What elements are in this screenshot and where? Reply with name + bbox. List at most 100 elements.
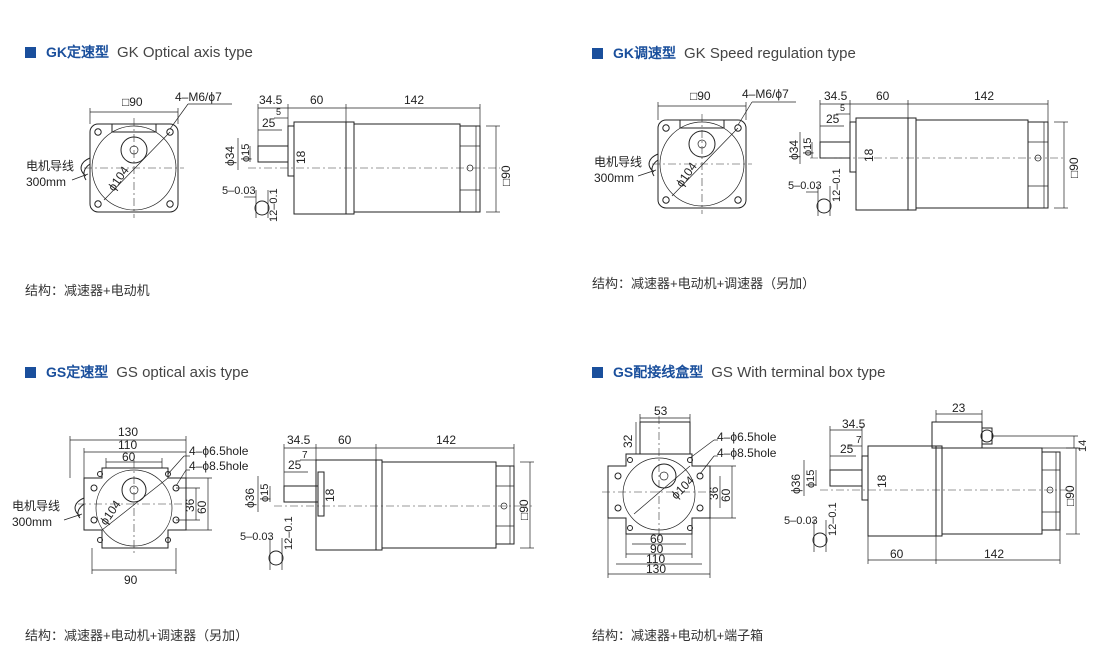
- dim-60: 60: [310, 93, 324, 107]
- dim-60: 60: [338, 433, 352, 447]
- panel-gs-terminal-header: GS配接线盒型 GS With terminal box type: [592, 362, 885, 382]
- key-width-tol: 5–0.03: [788, 180, 822, 192]
- gs-optical-drawing: 130 110 60 90 4–ϕ6.5hole 4–ϕ8.5hole ϕ104…: [12, 425, 534, 587]
- dim-142: 142: [974, 89, 994, 103]
- gk-speed-side-view: [799, 100, 1068, 216]
- pcd-label: ϕ104: [668, 473, 697, 502]
- lead-length-label: 300mm: [26, 175, 66, 189]
- height-60: 60: [195, 500, 209, 514]
- dim-phi15: ϕ15: [240, 144, 252, 162]
- panel-gs-optical-header: GS定速型 GS optical axis type: [25, 362, 249, 382]
- dim-square-90: □90: [1067, 157, 1081, 178]
- dim-25: 25: [840, 442, 854, 456]
- gs-terminal-front-view: [602, 414, 736, 578]
- key-width-tol: 5–0.03: [784, 515, 818, 527]
- lead-wire-label: 电机导线: [594, 155, 642, 169]
- dim-18: 18: [323, 488, 337, 502]
- panel-title-zh: GK调速型: [613, 45, 676, 61]
- dim-phi36: ϕ36: [789, 474, 803, 494]
- dim-phi15: ϕ15: [802, 138, 814, 156]
- width-60: 60: [650, 532, 664, 546]
- dim-square-90: □90: [1063, 485, 1077, 506]
- gs-optical-side-view: [257, 444, 534, 570]
- hole-8-5-label: 4–ϕ8.5hole: [189, 459, 249, 473]
- pcd-label: ϕ104: [97, 498, 124, 528]
- panel-title-zh: GS配接线盒型: [613, 364, 704, 380]
- dim-142: 142: [984, 547, 1004, 561]
- dim-phi15: ϕ15: [259, 484, 271, 502]
- dim-23: 23: [952, 401, 966, 415]
- key-height-tol: 12–0.1: [827, 502, 839, 536]
- hole-6-5-label: 4–ϕ6.5hole: [717, 430, 777, 444]
- gk-speed-front-view: [637, 101, 796, 214]
- dim-square-90: □90: [517, 499, 531, 520]
- height-60: 60: [719, 488, 733, 502]
- lead-length-label: 300mm: [12, 515, 52, 529]
- dim-25: 25: [826, 112, 840, 126]
- mount-holes-label: 4–M6/ϕ7: [742, 87, 789, 101]
- gk-optical-side-view: [237, 104, 500, 218]
- panel-title-zh: GS定速型: [46, 364, 109, 380]
- width-90: 90: [650, 542, 664, 556]
- panel-title-en: GK Speed regulation type: [684, 44, 856, 62]
- height-36: 36: [707, 486, 721, 500]
- gs-optical-front-view: [63, 436, 212, 574]
- dim-18: 18: [862, 148, 876, 162]
- gk-speed-structure: 结构：减速器+电动机+调速器（另加）: [592, 276, 816, 291]
- width-130: 130: [646, 562, 666, 576]
- panel-title-en: GS optical axis type: [116, 363, 249, 381]
- dim-14: 14: [1077, 440, 1089, 452]
- dim-18: 18: [294, 150, 308, 164]
- width-53: 53: [654, 404, 668, 418]
- dim-34-5: 34.5: [824, 89, 848, 103]
- dim-5: 5: [276, 107, 281, 117]
- dim-5: 5: [840, 103, 845, 113]
- dim-142: 142: [404, 93, 424, 107]
- dim-phi34: ϕ34: [787, 140, 801, 160]
- width-130: 130: [118, 425, 138, 439]
- gs-terminal-drawing: 53 32 4–ϕ6.5hole 4–ϕ8.5hole ϕ104 36 60 6…: [602, 401, 1089, 578]
- dim-square-90: □90: [499, 165, 513, 186]
- panel-title-en: GK Optical axis type: [117, 43, 253, 61]
- hole-6-5-label: 4–ϕ6.5hole: [189, 444, 249, 458]
- face-width-label: □90: [690, 89, 711, 103]
- dim-7: 7: [302, 450, 308, 461]
- gs-optical-structure: 结构：减速器+电动机+调速器（另加）: [25, 628, 249, 643]
- section-bullet-icon: [592, 47, 603, 59]
- lead-length-label: 300mm: [594, 171, 634, 185]
- dim-18: 18: [875, 474, 889, 488]
- section-bullet-icon: [592, 366, 603, 378]
- section-bullet-icon: [25, 46, 36, 58]
- panel-title-zh: GK定速型: [46, 44, 109, 60]
- lead-wire-label: 电机导线: [26, 159, 74, 173]
- gs-terminal-side-view: [803, 410, 1080, 564]
- section-bullet-icon: [25, 366, 36, 378]
- dim-60: 60: [876, 89, 890, 103]
- dim-60: 60: [890, 547, 904, 561]
- mount-holes-label: 4–M6/ϕ7: [175, 90, 222, 104]
- panel-title-en: GS With terminal box type: [711, 363, 886, 381]
- key-width-tol: 5–0.03: [222, 185, 256, 197]
- width-60: 60: [122, 450, 136, 464]
- key-width-tol: 5–0.03: [240, 531, 274, 543]
- dim-34-5: 34.5: [842, 417, 866, 431]
- width-90: 90: [124, 573, 138, 587]
- dim-phi36: ϕ36: [243, 488, 257, 508]
- width-110: 110: [118, 438, 137, 452]
- dim-34-5: 34.5: [259, 93, 283, 107]
- gs-terminal-structure: 结构：减速器+电动机+端子箱: [592, 628, 764, 643]
- dim-25: 25: [288, 458, 302, 472]
- gk-optical-drawing: □90 4–M6/ϕ7 ϕ104 电机导线 300mm: [26, 90, 513, 222]
- dim-phi34: ϕ34: [223, 146, 237, 166]
- dim-phi15: ϕ15: [805, 470, 817, 488]
- width-110: 110: [646, 552, 665, 566]
- gk-optical-front-view: [71, 103, 232, 218]
- dim-34-5: 34.5: [287, 433, 311, 447]
- height-36: 36: [183, 498, 197, 512]
- gk-optical-structure: 结构：减速器+电动机: [25, 283, 150, 298]
- key-height-tol: 12–0.1: [831, 168, 843, 202]
- panel-gk-optical-header: GK定速型 GK Optical axis type: [25, 42, 253, 62]
- lead-wire-label: 电机导线: [12, 499, 60, 513]
- key-height-tol: 12–0.1: [283, 516, 295, 550]
- gk-speed-drawing: □90 4–M6/ϕ7 ϕ104 电机导线 300mm 34.5 60: [594, 87, 1081, 216]
